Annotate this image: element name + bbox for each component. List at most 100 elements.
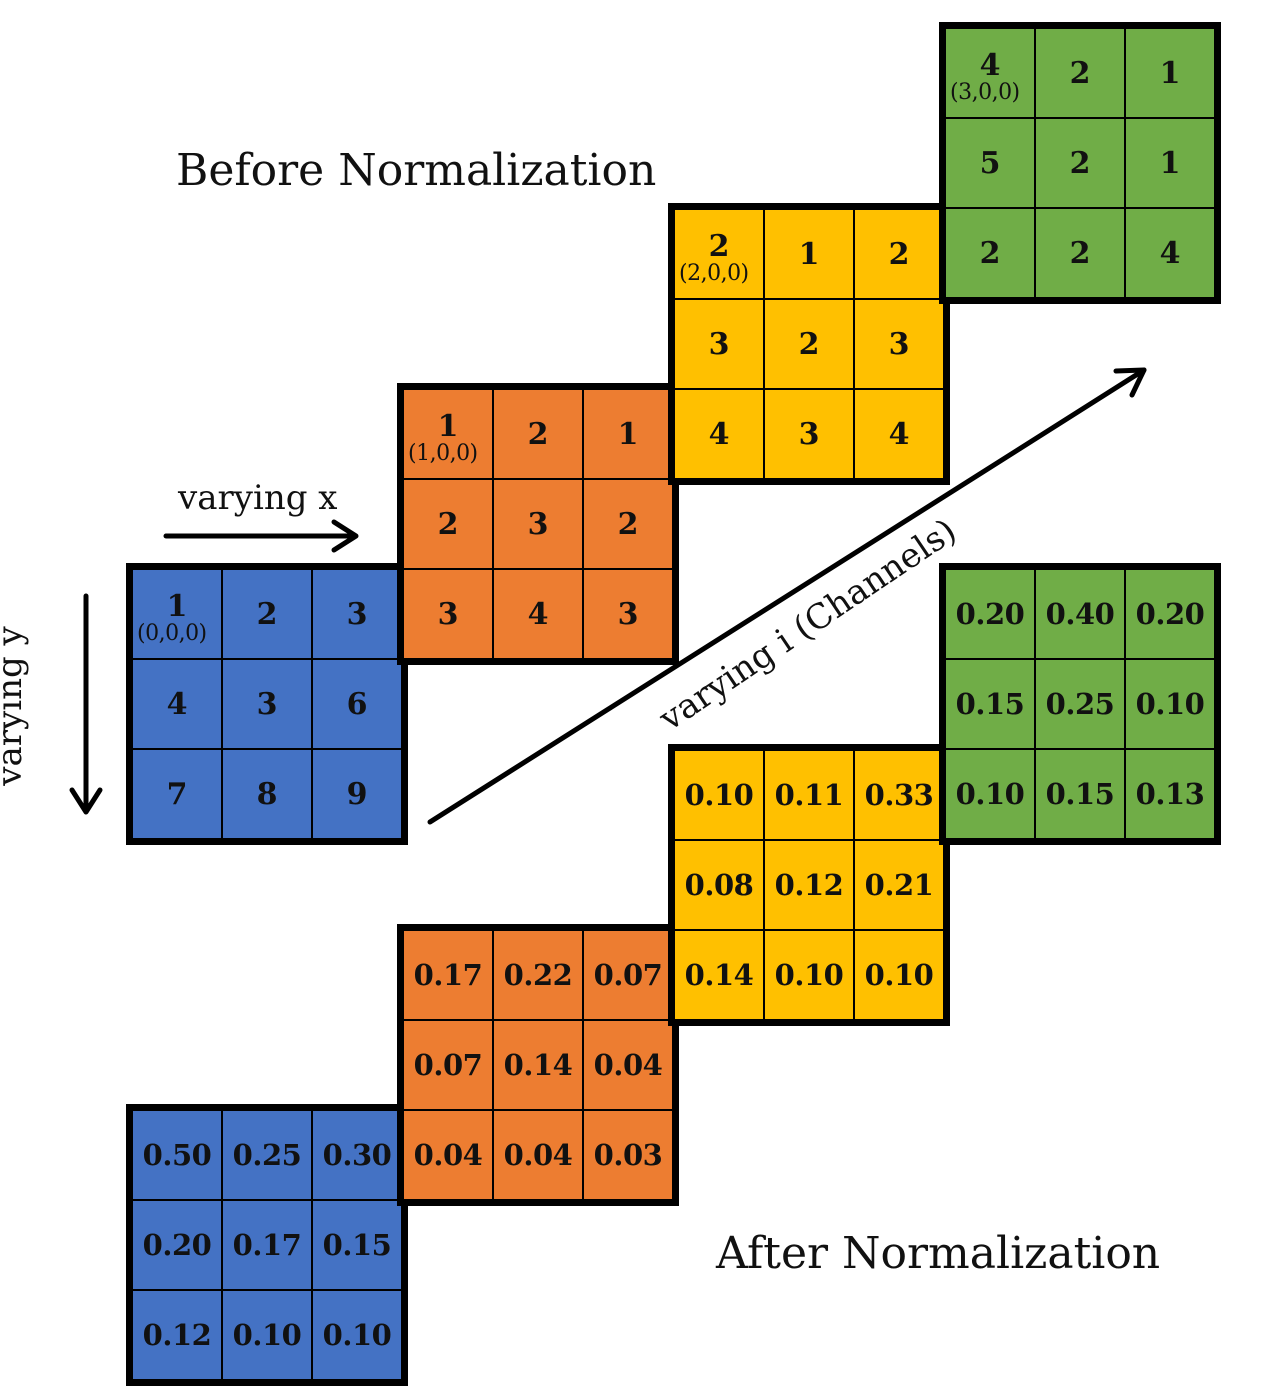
cell-value: 2 — [1069, 55, 1091, 91]
coordinate-label: (2,0,0) — [679, 261, 749, 287]
before-cell-c3-r1-x2: 1 — [1125, 118, 1215, 208]
cell-value: 0.10 — [864, 958, 934, 992]
cell-value: 2 — [979, 235, 1001, 271]
before-cell-c2-r0-x2: 2 — [854, 209, 944, 299]
cell-value: 0.10 — [232, 1318, 302, 1352]
after-cell-c1-r0-x2: 0.07 — [583, 930, 673, 1020]
before-cell-c0-r2-x1: 8 — [222, 749, 312, 839]
before-cell-c0-r0-x2: 3 — [312, 569, 402, 659]
cell-value: 0.13 — [1135, 777, 1205, 811]
before-channel-2-grid: 2(2,0,0) 1 2 3 2 3 4 3 4 — [668, 203, 950, 485]
before-cell-c1-r1-x2: 2 — [583, 479, 673, 569]
before-cell-c0-r2-x2: 9 — [312, 749, 402, 839]
after-cell-c1-r1-x1: 0.14 — [493, 1020, 583, 1110]
cell-value: 0.30 — [322, 1138, 392, 1172]
after-cell-c0-r0-x1: 0.25 — [222, 1110, 312, 1200]
after-cell-c0-r1-x0: 0.20 — [132, 1200, 222, 1290]
cell-value: 3 — [617, 596, 639, 632]
varying-x-label: varying x — [178, 478, 338, 518]
cell-value: 2 — [888, 236, 910, 272]
cell-value: 0.04 — [593, 1048, 663, 1082]
before-cell-c1-r1-x0: 2 — [403, 479, 493, 569]
cell-value: 5 — [979, 145, 1001, 181]
cell-value: 4 — [888, 416, 910, 452]
cell-value: 0.17 — [232, 1228, 302, 1262]
cell-value: 1 — [617, 416, 639, 452]
after-cell-c3-r2-x2: 0.13 — [1125, 749, 1215, 839]
cell-value: 0.20 — [955, 597, 1025, 631]
before-cell-c1-r1-x1: 3 — [493, 479, 583, 569]
after-cell-c2-r2-x2: 0.10 — [854, 930, 944, 1020]
after-channel-0-grid: 0.50 0.25 0.30 0.20 0.17 0.15 0.12 0.10 0.10 — [126, 1104, 408, 1386]
after-cell-c1-r2-x1: 0.04 — [493, 1110, 583, 1200]
cell-value: 0.08 — [684, 868, 754, 902]
cell-value: 0.33 — [864, 778, 934, 812]
y-arrow — [69, 593, 103, 815]
after-cell-c0-r2-x0: 0.12 — [132, 1290, 222, 1380]
after-cell-c1-r1-x2: 0.04 — [583, 1020, 673, 1110]
after-cell-c1-r2-x0: 0.04 — [403, 1110, 493, 1200]
cell-value: 1 — [166, 588, 188, 624]
cell-value: 4 — [708, 416, 730, 452]
after-cell-c2-r0-x1: 0.11 — [764, 750, 854, 840]
cell-value: 0.22 — [503, 958, 573, 992]
after-cell-c2-r1-x0: 0.08 — [674, 840, 764, 930]
cell-value: 0.03 — [593, 1138, 663, 1172]
cell-value: 1 — [1159, 55, 1181, 91]
after-cell-c3-r1-x1: 0.25 — [1035, 659, 1125, 749]
after-cell-c0-r1-x2: 0.15 — [312, 1200, 402, 1290]
cell-value: 2 — [708, 228, 730, 264]
before-cell-c3-r1-x0: 5 — [945, 118, 1035, 208]
cell-value: 2 — [256, 596, 278, 632]
before-cell-c2-r0-x0: 2(2,0,0) — [674, 209, 764, 299]
after-cell-c2-r2-x0: 0.14 — [674, 930, 764, 1020]
before-cell-c2-r1-x2: 3 — [854, 299, 944, 389]
cell-value: 3 — [888, 326, 910, 362]
before-cell-c2-r2-x2: 4 — [854, 389, 944, 479]
before-cell-c2-r1-x0: 3 — [674, 299, 764, 389]
before-normalization-title: Before Normalization — [176, 145, 657, 196]
cell-value: 0.07 — [593, 958, 663, 992]
cell-value: 4 — [527, 596, 549, 632]
cell-value: 0.11 — [774, 778, 844, 812]
before-cell-c1-r0-x1: 2 — [493, 389, 583, 479]
cell-value: 0.25 — [232, 1138, 302, 1172]
cell-value: 0.15 — [322, 1228, 392, 1262]
cell-value: 0.14 — [684, 958, 754, 992]
cell-value: 4 — [1159, 235, 1181, 271]
after-cell-c0-r2-x2: 0.10 — [312, 1290, 402, 1380]
coordinate-label: (0,0,0) — [137, 621, 207, 647]
after-cell-c3-r0-x1: 0.40 — [1035, 569, 1125, 659]
cell-value: 0.50 — [142, 1138, 212, 1172]
cell-value: 2 — [1069, 235, 1091, 271]
before-cell-c1-r0-x0: 1(1,0,0) — [403, 389, 493, 479]
cell-value: 2 — [1069, 145, 1091, 181]
before-cell-c0-r0-x0: 1(0,0,0) — [132, 569, 222, 659]
after-cell-c2-r1-x2: 0.21 — [854, 840, 944, 930]
i-channels-arrow — [427, 367, 1147, 825]
cell-value: 0.04 — [503, 1138, 573, 1172]
cell-value: 1 — [437, 408, 459, 444]
before-cell-c3-r0-x0: 4(3,0,0) — [945, 28, 1035, 118]
cell-value: 8 — [256, 776, 278, 812]
after-cell-c3-r1-x0: 0.15 — [945, 659, 1035, 749]
after-cell-c2-r0-x0: 0.10 — [674, 750, 764, 840]
before-cell-c3-r2-x2: 4 — [1125, 208, 1215, 298]
cell-value: 3 — [527, 506, 549, 542]
cell-value: 0.07 — [413, 1048, 483, 1082]
before-cell-c2-r2-x0: 4 — [674, 389, 764, 479]
after-cell-c2-r0-x2: 0.33 — [854, 750, 944, 840]
cell-value: 3 — [798, 416, 820, 452]
cell-value: 2 — [617, 506, 639, 542]
before-cell-c3-r0-x1: 2 — [1035, 28, 1125, 118]
after-cell-c3-r1-x2: 0.10 — [1125, 659, 1215, 749]
cell-value: 1 — [798, 236, 820, 272]
after-cell-c1-r0-x1: 0.22 — [493, 930, 583, 1020]
after-cell-c1-r1-x0: 0.07 — [403, 1020, 493, 1110]
before-cell-c0-r2-x0: 7 — [132, 749, 222, 839]
after-cell-c0-r2-x1: 0.10 — [222, 1290, 312, 1380]
